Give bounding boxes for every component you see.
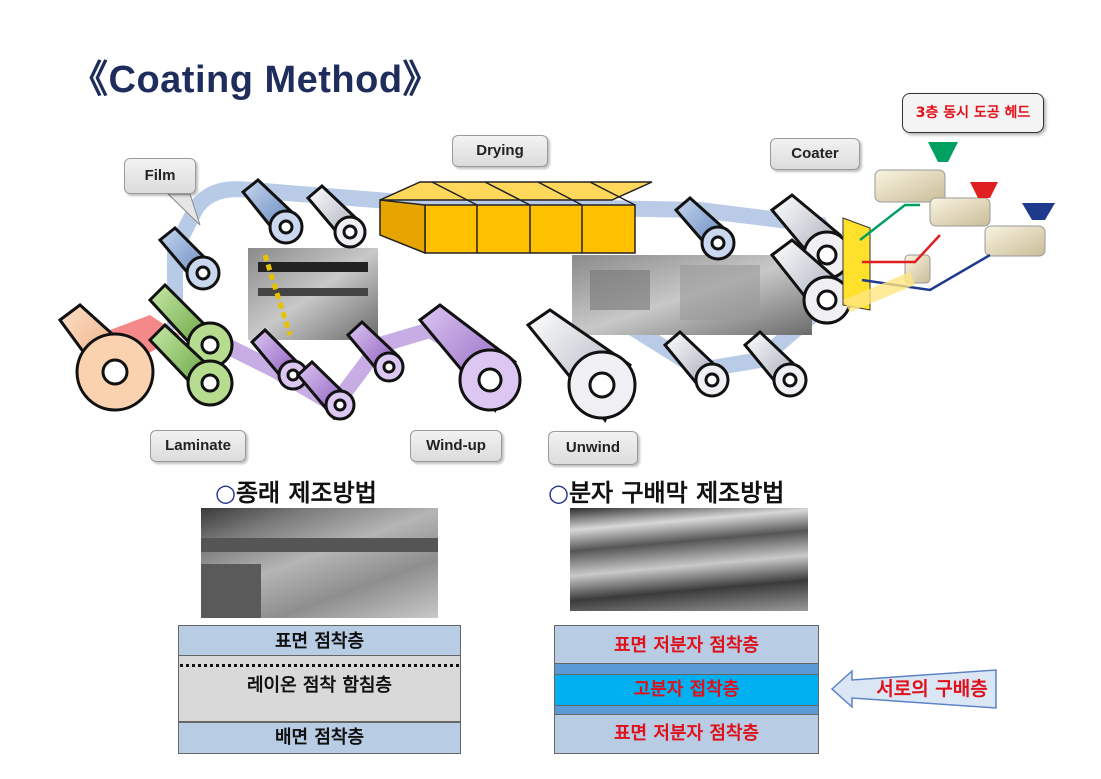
label-coating-head: 3층 동시 도공 헤드 bbox=[902, 93, 1044, 133]
machine-photo-right bbox=[572, 255, 812, 335]
drying-oven bbox=[379, 181, 653, 255]
roller-peach bbox=[57, 303, 155, 412]
film-callout-tail bbox=[166, 193, 201, 226]
molecular-layer-surface-bottom: 표면 저분자 점착층 bbox=[554, 714, 819, 754]
roller-windup bbox=[417, 303, 522, 413]
conventional-layer-rayon: 레이온 점착 함침층 bbox=[178, 656, 461, 722]
molecular-title-symbol: ○ bbox=[548, 479, 569, 507]
molecular-title-text: 분자 구배막 제조방법 bbox=[568, 479, 785, 507]
roller-green-2 bbox=[147, 322, 234, 407]
label-drying: Drying bbox=[452, 135, 548, 167]
roller-unwind bbox=[525, 308, 637, 423]
conventional-layer-surface: 표면 점착층 bbox=[178, 625, 461, 656]
molecular-layer-surface-top: 표면 저분자 점착층 bbox=[554, 625, 819, 664]
roller-gray-2 bbox=[662, 329, 730, 398]
roller-gray-1 bbox=[305, 183, 367, 249]
roller-blue-3 bbox=[673, 196, 736, 261]
label-film: Film bbox=[124, 158, 196, 194]
conventional-dotted-divider bbox=[180, 664, 459, 667]
roller-gray-3 bbox=[742, 329, 808, 398]
roller-blue-2 bbox=[240, 178, 304, 245]
conventional-title-text: 종래 제조방법 bbox=[235, 479, 377, 507]
roller-purple-3 bbox=[345, 319, 405, 383]
label-coater: Coater bbox=[770, 138, 860, 170]
conventional-title-symbol: ○ bbox=[215, 479, 236, 507]
gradient-arrow-label: 서로의 구배층 bbox=[876, 678, 988, 700]
molecular-photo bbox=[570, 508, 808, 611]
roller-coater-2 bbox=[769, 238, 852, 325]
conventional-photo bbox=[201, 508, 438, 618]
roller-purple-1 bbox=[249, 327, 309, 391]
label-laminate: Laminate bbox=[150, 430, 246, 462]
molecular-layer-polymer: 고분자 접착층 bbox=[554, 674, 819, 706]
molecular-title: ○분자 구배막 제조방법 bbox=[548, 473, 784, 508]
page-title: 《Coating Method》 bbox=[70, 59, 442, 101]
roller-purple-2 bbox=[295, 359, 356, 421]
conventional-title: ○종래 제조방법 bbox=[215, 473, 377, 508]
conventional-layer-back: 배면 점착층 bbox=[178, 722, 461, 754]
molecular-gradient-band-bottom bbox=[554, 706, 819, 714]
rollers bbox=[57, 178, 852, 423]
molecular-gradient-band-top bbox=[554, 664, 819, 674]
roller-blue-1 bbox=[157, 225, 221, 291]
label-windup: Wind-up bbox=[410, 430, 502, 462]
gradient-arrow-callout bbox=[830, 669, 997, 709]
coating-head bbox=[842, 142, 1055, 312]
machine-photo-left bbox=[248, 248, 378, 340]
label-unwind: Unwind bbox=[548, 431, 638, 465]
